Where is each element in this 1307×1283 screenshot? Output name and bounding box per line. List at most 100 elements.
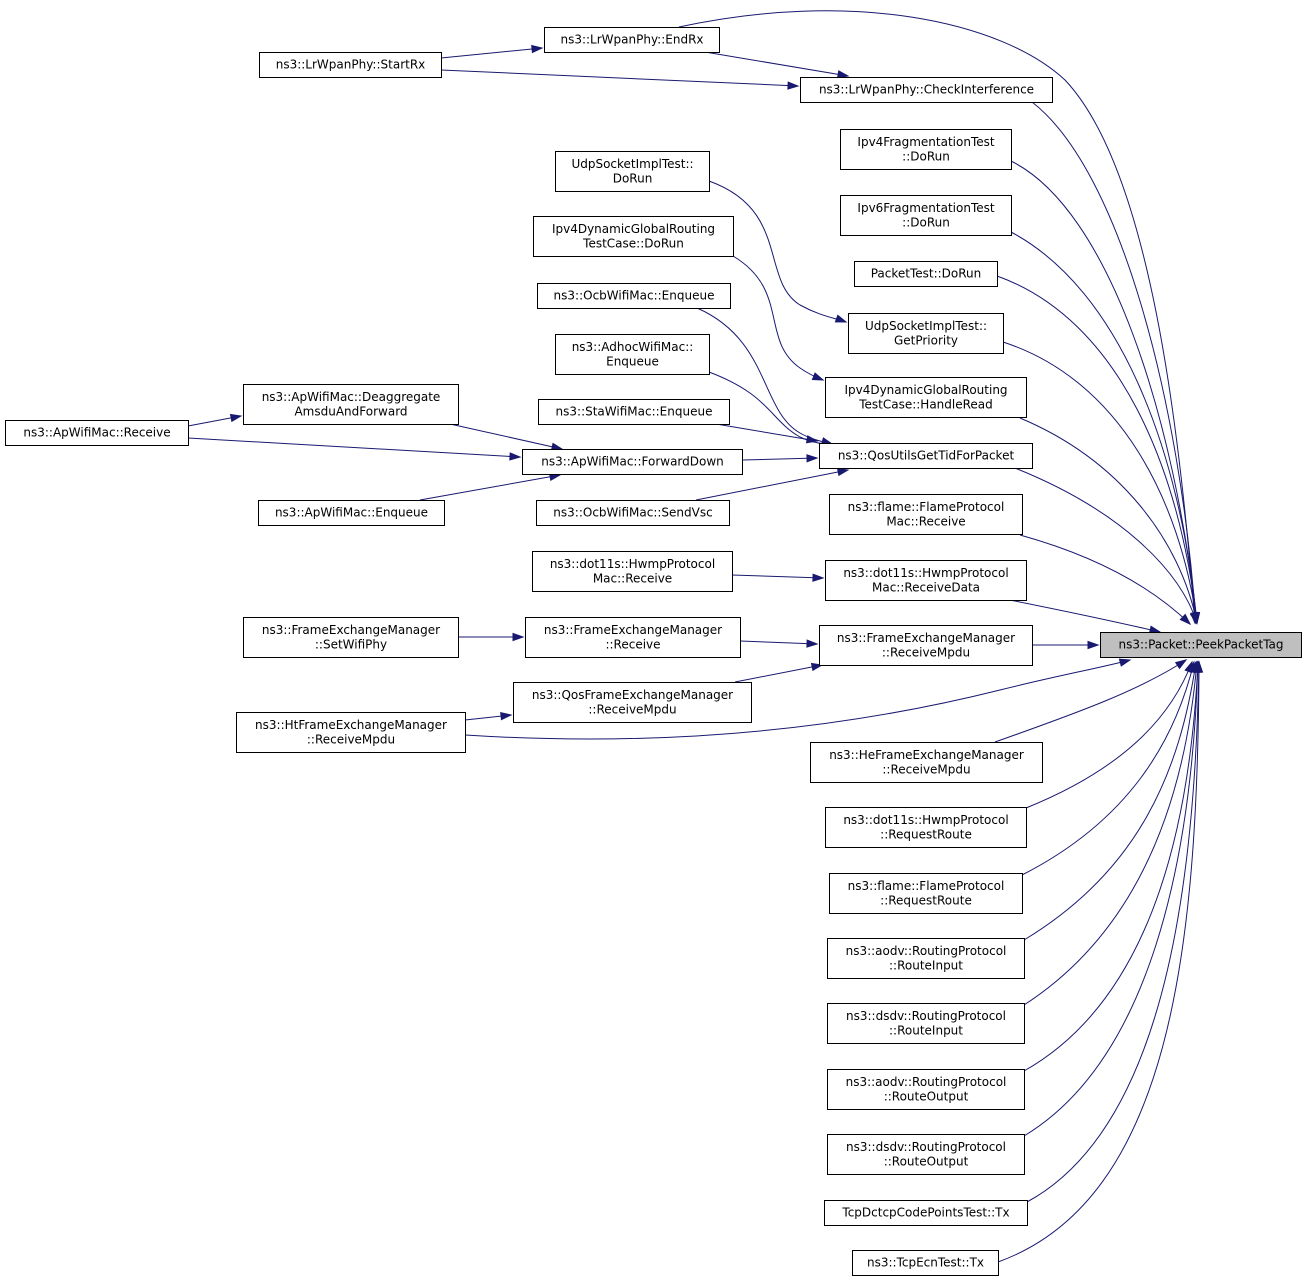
node-box — [810, 742, 1043, 783]
node-qosfem[interactable]: ns3::QosFrameExchangeManager::ReceiveMpd… — [513, 682, 752, 723]
node-hefem[interactable]: ns3::HeFrameExchangeManager::ReceiveMpdu — [810, 742, 1043, 783]
node-endrx[interactable]: ns3::LrWpanPhy::EndRx — [544, 27, 720, 53]
node-box — [827, 1003, 1025, 1044]
node-tcpdctcp[interactable]: TcpDctcpCodePointsTest::Tx — [824, 1200, 1028, 1226]
edge-line — [1014, 467, 1198, 624]
node-label: ns3::ApWifiMac::ForwardDown — [541, 455, 724, 469]
node-label: ns3::LrWpanPhy::CheckInterference — [819, 83, 1034, 97]
node-femsetphy[interactable]: ns3::FrameExchangeManager::SetWifiPhy — [243, 617, 459, 658]
edge-qosutils-to-peek — [1014, 467, 1198, 625]
node-adhocenq[interactable]: ns3::AdhocWifiMac::Enqueue — [555, 334, 710, 375]
node-aprecv[interactable]: ns3::ApWifiMac::Receive — [5, 420, 189, 446]
arrowhead-icon — [531, 44, 544, 54]
arrowhead-icon — [806, 454, 819, 463]
node-label: ns3::dot11s::HwmpProtocol — [843, 566, 1008, 580]
edge-udpgetprio-to-peek — [1002, 341, 1200, 625]
node-hwmpreqroute[interactable]: ns3::dot11s::HwmpProtocol::RequestRoute — [825, 807, 1027, 848]
node-box — [259, 52, 442, 78]
edge-starenq-to-qosutils — [715, 423, 819, 444]
edge-startrx-to-endrx — [440, 44, 544, 59]
node-aodvout[interactable]: ns3::aodv::RoutingProtocol::RouteOutput — [827, 1069, 1025, 1110]
edge-line — [1019, 534, 1191, 625]
edge-aprecv-to-apfwd — [187, 437, 522, 461]
edge-line — [419, 474, 561, 501]
node-femrecvmpdu[interactable]: ns3::FrameExchangeManager::ReceiveMpdu — [819, 625, 1033, 666]
node-box — [243, 384, 459, 425]
node-dsdvout[interactable]: ns3::dsdv::RoutingProtocol::RouteOutput — [827, 1134, 1025, 1175]
node-qosutils[interactable]: ns3::QosUtilsGetTidForPacket — [819, 443, 1033, 469]
node-ocbenq[interactable]: ns3::OcbWifiMac::Enqueue — [537, 283, 731, 309]
edge-line — [696, 307, 833, 445]
arrowhead-icon — [811, 372, 825, 381]
node-label: ns3::AdhocWifiMac:: — [572, 340, 694, 354]
edge-dsdvout-to-peek — [1023, 660, 1202, 1137]
node-hwmpmacdata[interactable]: ns3::dot11s::HwmpProtocolMac::ReceiveDat… — [825, 560, 1027, 601]
node-ocbvsc[interactable]: ns3::OcbWifiMac::SendVsc — [536, 500, 730, 526]
node-label: ns3::StaWifiMac::Enqueue — [556, 405, 713, 419]
edge-ipv4dgr-to-ipv4dgrhr — [732, 255, 825, 381]
edge-line — [994, 659, 1187, 743]
edge-line — [440, 69, 799, 87]
node-dsdvin[interactable]: ns3::dsdv::RoutingProtocol::RouteInput — [827, 1003, 1025, 1044]
node-ipv4frag[interactable]: Ipv4FragmentationTest::DoRun — [840, 129, 1012, 170]
arrowhead-icon — [229, 413, 243, 423]
arrowhead-icon — [1087, 640, 1100, 650]
node-ipv6frag[interactable]: Ipv6FragmentationTest::DoRun — [840, 195, 1012, 236]
arrowhead-icon — [834, 314, 848, 323]
node-box — [827, 1069, 1025, 1110]
node-peek[interactable]: ns3::Packet::PeekPacketTag — [1100, 632, 1302, 658]
node-label: ns3::OcbWifiMac::SendVsc — [553, 506, 712, 520]
node-label: ns3::flame::FlameProtocol — [848, 879, 1005, 893]
node-box — [825, 807, 1027, 848]
arrowhead-icon — [787, 81, 800, 90]
node-apenq[interactable]: ns3::ApWifiMac::Enqueue — [258, 500, 445, 526]
edge-checkint-to-peek — [1031, 101, 1200, 625]
node-label: ns3::dot11s::HwmpProtocol — [843, 813, 1008, 827]
node-label: ::RouteInput — [889, 1023, 963, 1037]
node-apfwd[interactable]: ns3::ApWifiMac::ForwardDown — [522, 449, 743, 475]
node-ipv4dgrhr[interactable]: Ipv4DynamicGlobalRoutingTestCase::Handle… — [825, 377, 1027, 418]
node-label: ns3::TcpEcnTest::Tx — [867, 1256, 984, 1270]
node-packettest[interactable]: PacketTest::DoRun — [854, 261, 998, 287]
edge-line — [1009, 599, 1161, 633]
node-apdeagg[interactable]: ns3::ApWifiMac::DeaggregateAmsduAndForwa… — [243, 384, 459, 425]
node-femrecv[interactable]: ns3::FrameExchangeManager::Receive — [525, 617, 741, 658]
edge-line — [678, 10, 1196, 624]
edge-line — [187, 437, 521, 458]
node-starenq[interactable]: ns3::StaWifiMac::Enqueue — [538, 399, 730, 425]
edge-line — [1021, 661, 1195, 876]
node-checkint[interactable]: ns3::LrWpanPhy::CheckInterference — [800, 77, 1053, 103]
node-box — [852, 1250, 999, 1276]
node-udpdorun[interactable]: UdpSocketImplTest::DoRun — [555, 151, 710, 192]
node-box — [829, 494, 1023, 535]
edge-line — [1023, 661, 1199, 1072]
edge-line — [1025, 661, 1193, 809]
node-htfem[interactable]: ns3::HtFrameExchangeManager::ReceiveMpdu — [236, 712, 466, 753]
arrowhead-icon — [1194, 660, 1204, 673]
node-label: ns3::QosUtilsGetTidForPacket — [838, 449, 1015, 463]
node-label: ns3::dsdv::RoutingProtocol — [846, 1009, 1006, 1023]
node-label: ns3::ApWifiMac::Receive — [23, 426, 170, 440]
arrowhead-icon — [806, 639, 819, 648]
node-label: Ipv6FragmentationTest — [857, 201, 994, 215]
node-aodvin[interactable]: ns3::aodv::RoutingProtocol::RouteInput — [827, 938, 1025, 979]
node-flamereqroute[interactable]: ns3::flame::FlameProtocol::RequestRoute — [829, 873, 1023, 914]
edge-aodvin-to-peek — [1023, 660, 1199, 941]
node-layer: ns3::Packet::PeekPacketTag ns3::LrWpanPhy… — [5, 27, 1302, 1276]
edge-hefem-to-peek — [994, 659, 1188, 743]
node-box — [848, 313, 1004, 354]
node-tcpecn[interactable]: ns3::TcpEcnTest::Tx — [852, 1250, 999, 1276]
edge-line — [996, 275, 1198, 624]
node-box — [800, 77, 1053, 103]
node-label: ::ReceiveMpdu — [588, 702, 676, 716]
edge-line — [449, 423, 563, 450]
node-box — [243, 617, 459, 658]
node-udpgetprio[interactable]: UdpSocketImplTest::GetPriority — [848, 313, 1004, 354]
edge-htfem-to-qosfem — [464, 711, 513, 721]
node-label: ns3::QosFrameExchangeManager — [532, 688, 733, 702]
node-startrx[interactable]: ns3::LrWpanPhy::StartRx — [259, 52, 442, 78]
node-box — [522, 449, 743, 475]
